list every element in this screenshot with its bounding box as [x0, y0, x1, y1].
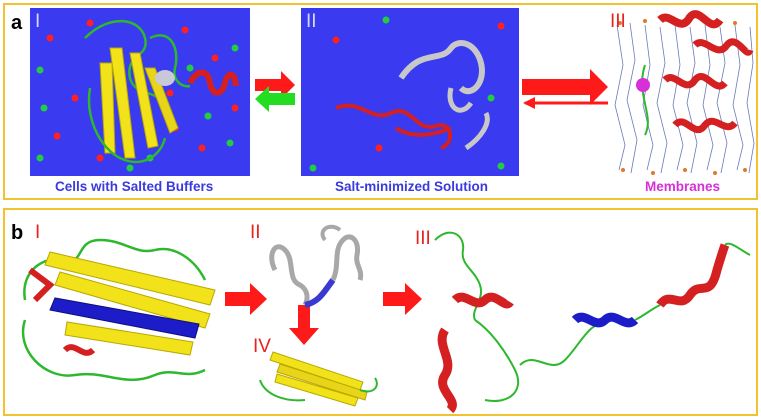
right-arrow-icon [383, 283, 422, 315]
disordered-chain-right [519, 242, 751, 366]
amyloid-fibril [259, 351, 378, 407]
right-arrow-icon [225, 283, 267, 315]
stage-a1-box [30, 8, 250, 176]
right-arrow-icon [522, 69, 608, 105]
down-arrow-icon [289, 305, 319, 345]
left-arrow-icon [523, 97, 535, 109]
stage-b3-numeral: III [415, 228, 431, 249]
panel-a: a [3, 3, 758, 200]
lipid-lines [614, 22, 755, 174]
folded-protein [84, 19, 239, 164]
folded-beta-sandwich [21, 238, 216, 382]
right-arrow-icon [255, 71, 295, 99]
salt-minimized-illustration [309, 16, 505, 172]
unfolded-intermediate [269, 224, 364, 308]
stage-b1-numeral: I [35, 222, 41, 243]
stage-a2-box [301, 8, 519, 176]
unfolded-protein [335, 40, 490, 151]
stage-a3-caption: Membranes [645, 179, 721, 194]
stage-a2-caption: Salt-minimized Solution [335, 179, 489, 194]
panel-b-illustration [21, 224, 751, 414]
membrane-protein [636, 10, 754, 136]
disordered-chain-left [434, 231, 520, 414]
cells-with-buffer-illustration [36, 19, 239, 172]
ion-dots [309, 16, 505, 172]
left-arrow-icon [255, 86, 295, 112]
stage-a2-numeral: II [306, 11, 317, 32]
stage-a3-numeral: III [610, 11, 626, 32]
panel-a-label: a [11, 12, 23, 34]
panel-a-arrows [255, 69, 608, 112]
panel-b-label: b [11, 222, 24, 244]
stage-b4-numeral: IV [253, 336, 271, 357]
stage-b2-numeral: II [250, 222, 261, 243]
membrane-illustration [614, 10, 755, 175]
panel-b: b I II III IV [3, 208, 758, 416]
stage-a1-numeral: I [35, 11, 41, 32]
stage-a1-caption: Cells with Salted Buffers [55, 179, 214, 194]
